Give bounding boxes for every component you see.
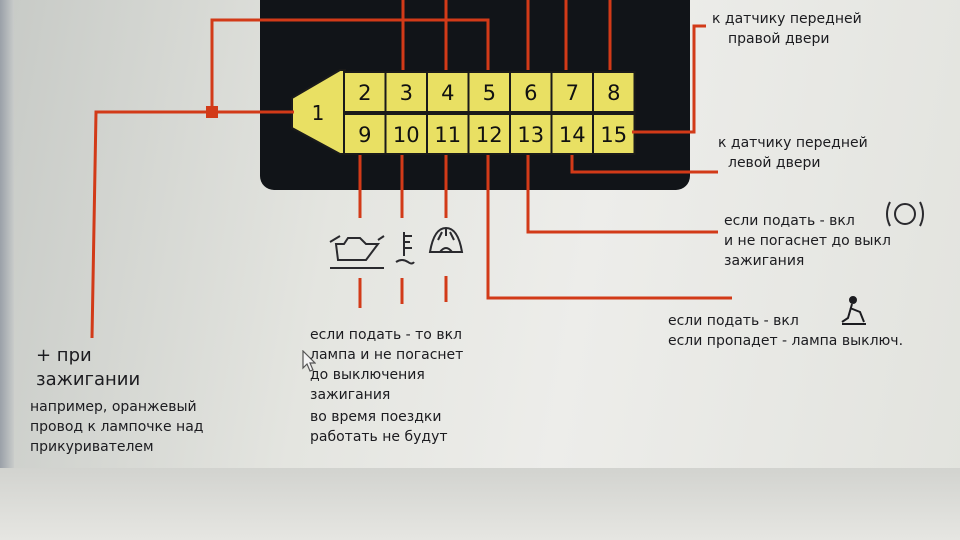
pin-label-2: 2 [358, 81, 371, 105]
warning-note-line3: до выключения [310, 367, 425, 383]
coolant-temperature-icon [395, 232, 415, 265]
warning-note-line1: если подать - то вкл [310, 327, 462, 343]
pin-label-13: 13 [517, 123, 544, 147]
pin-label-7: 7 [566, 81, 579, 105]
front-left-door-line2: левой двери [728, 155, 821, 171]
pin-label-10: 10 [393, 123, 420, 147]
seatbelt-note-line1: если подать - вкл [668, 313, 799, 329]
front-right-door-line1: к датчику передней [712, 11, 862, 27]
wire-junction [206, 106, 218, 118]
pin-cell-10 [384, 113, 428, 155]
warning-note-line4: зажигания [310, 387, 391, 403]
wire-pin12 [486, 155, 732, 300]
brake-note-line3: зажигания [724, 253, 805, 269]
wires [90, 0, 732, 339]
monitor-edge [0, 0, 14, 470]
pin-label-8: 8 [607, 81, 620, 105]
pin-cell-11 [426, 113, 470, 155]
pin-label-15: 15 [600, 123, 627, 147]
ignition-title-line1: + при [36, 345, 92, 366]
pin-cell-6 [509, 71, 553, 113]
pin-label-14: 14 [559, 123, 586, 147]
wire-pin14 [570, 155, 718, 174]
pin-cell-8 [592, 71, 636, 113]
pin-label-9: 9 [358, 123, 371, 147]
pin-label-4: 4 [441, 81, 454, 105]
seatbelt-note-line2: если пропадет - лампа выключ. [668, 333, 904, 349]
pin-label-6: 6 [524, 81, 537, 105]
pin-label-11: 11 [434, 123, 461, 147]
seatbelt-icon [841, 296, 866, 325]
brake-note-line2: и не погаснет до выкл [724, 233, 891, 249]
warning-note-line5: во время поездки [310, 409, 442, 425]
mouse-pointer-icon [302, 350, 316, 372]
ignition-note-line3: прикуривателем [30, 439, 154, 455]
brake-warning-icon [886, 201, 924, 227]
pin-1-label: 1 [312, 101, 325, 125]
pin-cell-5 [467, 71, 511, 113]
front-right-door-line2: правой двери [728, 31, 830, 47]
monitor-bottom-bezel [0, 468, 960, 540]
pin-grid: 2 3 4 5 6 7 8 9 10 11 12 13 14 15 [343, 71, 636, 155]
pin-cell-2 [343, 71, 387, 113]
pin-label-5: 5 [483, 81, 496, 105]
front-left-door-line1: к датчику передней [718, 135, 868, 151]
pin-cell-12 [467, 113, 511, 155]
wire-pin13 [526, 155, 718, 234]
pin-cell-14 [550, 113, 594, 155]
warning-note-line2: лампа и не погаснет [310, 347, 464, 363]
washer-fluid-icon [428, 226, 464, 253]
ignition-note-line2: провод к лампочке над [30, 419, 204, 435]
pin-label-12: 12 [476, 123, 503, 147]
ignition-note-line1: например, оранжевый [30, 399, 197, 415]
wire-pin15 [632, 24, 706, 134]
wire-pin5 [210, 18, 490, 112]
brake-note-line1: если подать - вкл [724, 213, 855, 229]
oil-pressure-icon [329, 235, 385, 269]
wire-ignition [90, 110, 294, 339]
pin-label-3: 3 [400, 81, 413, 105]
pin-cell-3 [384, 71, 428, 113]
warning-note-line6: работать не будут [310, 429, 448, 445]
ignition-title-line2: зажигании [36, 369, 141, 390]
pin-cell-15 [592, 113, 636, 155]
